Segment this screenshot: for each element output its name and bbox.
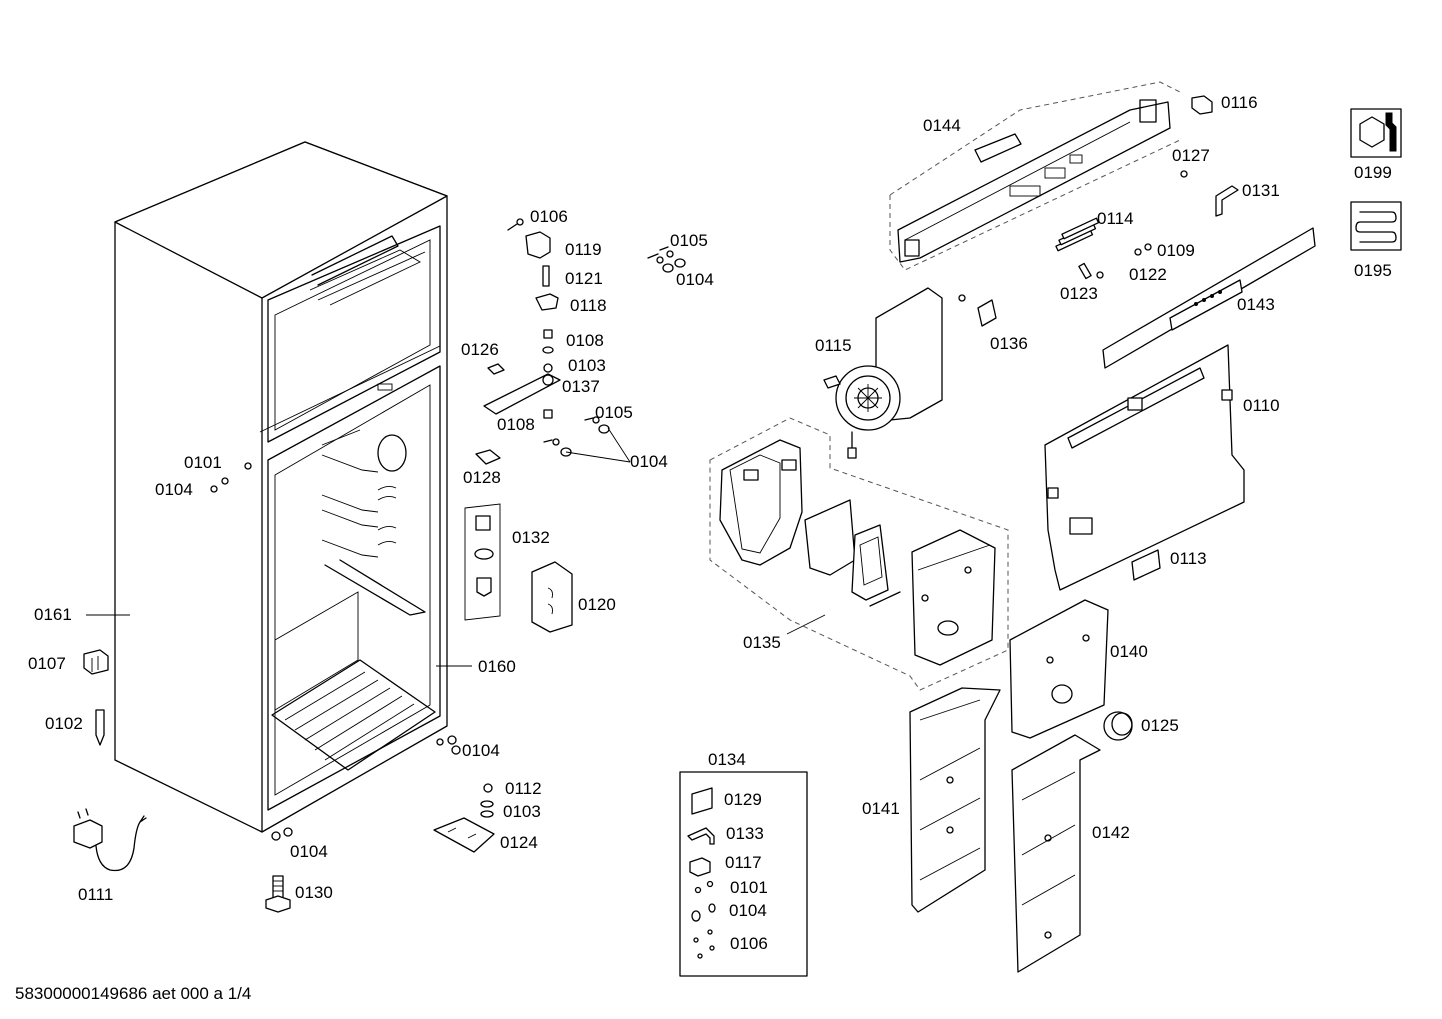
label-0105: 0105 [595,403,633,422]
hinge-parts-drawing [475,218,686,465]
label-0129: 0129 [724,790,762,809]
label-0140: 0140 [1110,642,1148,661]
part-0120-drawing [531,561,573,633]
label-0109: 0109 [1157,241,1195,260]
label-0102: 0102 [45,714,83,733]
label-0126: 0126 [461,340,499,359]
label-0112: 0112 [505,779,542,798]
label-0134: 0134 [708,750,746,769]
label-0104: 0104 [676,270,714,289]
label-0199: 0199 [1354,163,1392,182]
part-0113-drawing [1131,549,1161,581]
leader-lines [86,427,826,667]
label-0114: 0114 [1097,209,1134,228]
part-0125-knob [1103,711,1133,741]
label-0105: 0105 [670,231,708,250]
label-0161: 0161 [34,605,72,624]
label-0136: 0136 [990,334,1028,353]
label-0108: 0108 [566,331,604,350]
label-0113: 0113 [1170,549,1207,568]
label-0104: 0104 [630,452,668,471]
part-0124-bottom-hinge [433,783,495,853]
label-0104: 0104 [290,842,328,861]
label-0142: 0142 [1092,823,1130,842]
label-0128: 0128 [463,468,501,487]
part-0111-power-cord [73,808,147,872]
part-0110-back-panel [1044,344,1245,591]
part-0141-drawing [909,687,1001,913]
label-0104: 0104 [155,480,193,499]
label-0130: 0130 [295,883,333,902]
label-0132: 0132 [512,528,550,547]
label-0119: 0119 [565,240,602,259]
part-0134-kit-box [679,771,808,977]
label-0107: 0107 [28,654,66,673]
label-0125: 0125 [1141,716,1179,735]
label-0160: 0160 [478,657,516,676]
label-0143: 0143 [1237,295,1275,314]
label-0122: 0122 [1129,265,1167,284]
label-0135: 0135 [743,633,781,652]
label-0131: 0131 [1242,181,1280,200]
label-0127: 0127 [1172,146,1210,165]
label-0141: 0141 [862,799,900,818]
label-0116: 0116 [1221,93,1258,112]
label-0144: 0144 [923,116,961,135]
label-0117: 0117 [725,853,762,872]
part-labels: 0101 0104 0161 0107 0102 0111 0104 0130 … [28,93,1392,953]
label-0104: 0104 [729,901,767,920]
label-0124: 0124 [500,833,538,852]
label-0115: 0115 [815,336,852,355]
part-0144-control-panel [889,81,1181,271]
part-0123-drawing [1078,262,1092,280]
label-0195: 0195 [1354,261,1392,280]
heating-coil-icon [1350,201,1402,251]
label-0101: 0101 [730,878,768,897]
part-0135-assembly [709,417,1009,691]
label-0120: 0120 [578,595,616,614]
label-0110: 0110 [1243,396,1280,415]
label-0103: 0103 [568,356,606,375]
part-0102-drawing [95,709,105,746]
label-0108: 0108 [497,415,535,434]
part-0115-fan [823,287,943,459]
part-0114-drawing [1055,217,1100,252]
label-0137: 0137 [562,377,600,396]
label-0118: 0118 [570,296,607,315]
part-0130-leveling-foot [265,875,291,913]
document-id-footer: 58300000149686 aet 000 a 1/4 [15,984,251,1003]
fridge-cabinet-drawing [114,141,448,833]
part-0136-drawing [977,299,997,327]
label-0104: 0104 [462,741,500,760]
label-0123: 0123 [1060,284,1098,303]
label-0111: 0111 [78,885,113,904]
label-0106: 0106 [730,934,768,953]
part-0142-drawing [1011,734,1101,973]
part-0140-drawing [1009,599,1109,739]
part-0131-drawing [1215,185,1239,217]
label-0101: 0101 [184,453,222,472]
part-0116-drawing [1191,95,1213,115]
cabinet-screws [210,462,461,841]
label-0121: 0121 [565,269,603,288]
part-0107-drawing [83,649,109,675]
small-screws-top [958,170,1188,302]
part-0143-strip [1102,227,1316,369]
label-0106: 0106 [530,207,568,226]
label-0103: 0103 [503,802,541,821]
wrench-nut-icon [1350,108,1402,158]
label-0133: 0133 [726,824,764,843]
part-0132-kit-drawing [464,503,501,621]
